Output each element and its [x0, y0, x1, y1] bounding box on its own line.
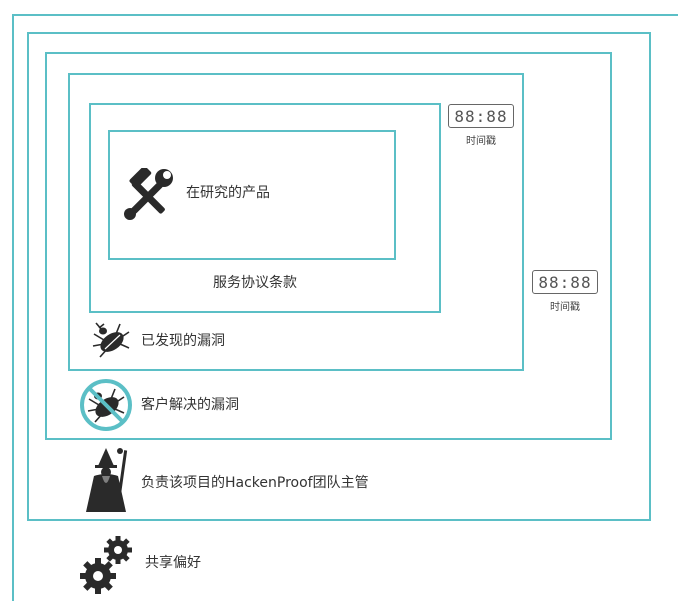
found-bugs-label: 已发现的漏洞: [141, 333, 225, 349]
tools-icon: [124, 168, 173, 220]
frame-manager: [27, 32, 651, 521]
frame-found-bugs: [68, 73, 524, 371]
frame-terms: [89, 103, 441, 313]
timestamp-found-bugs: 88:88 时间戳: [532, 270, 598, 313]
wizard-icon: [86, 448, 128, 512]
terms-label: 服务协议条款: [213, 275, 297, 291]
frame-resolved-bugs: [45, 52, 612, 440]
timestamp-terms: 88:88 时间戳: [448, 104, 514, 147]
resolved-bugs-label: 客户解决的漏洞: [141, 397, 239, 413]
frame-preferences: [12, 14, 678, 601]
timer-display: 88:88: [448, 104, 514, 128]
manager-label: 负责该项目的HackenProof团队主管: [141, 475, 369, 491]
bug-icon: [92, 322, 130, 358]
no-bug-icon: [80, 379, 132, 431]
frame-product: [108, 130, 396, 260]
gears-icon: [80, 536, 132, 594]
timer-caption: 时间戳: [466, 136, 496, 147]
preferences-label: 共享偏好: [145, 555, 201, 571]
timer-display: 88:88: [532, 270, 598, 294]
timer-caption: 时间戳: [550, 302, 580, 313]
product-label: 在研究的产品: [186, 185, 270, 201]
